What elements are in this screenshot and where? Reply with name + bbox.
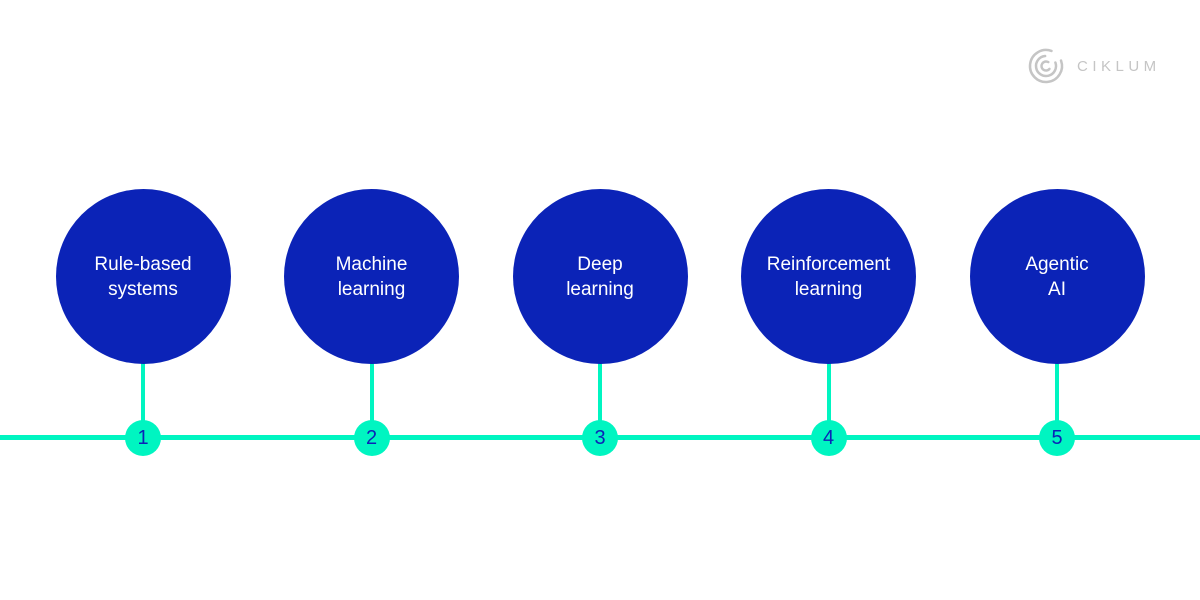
stage-label-line2: systems: [108, 278, 178, 300]
stage-agentic-ai: Agentic AI 5: [969, 189, 1145, 459]
connector-line: [141, 362, 145, 438]
stage-label: Machine learning: [336, 252, 408, 302]
timeline-node: 2: [353, 420, 390, 456]
stage-label-line2: learning: [337, 278, 406, 300]
stage-number: 1: [137, 427, 149, 449]
stage-label-line1: Reinforcement: [766, 253, 891, 275]
connector-line: [1055, 362, 1059, 438]
stage-label-line1: Machine: [335, 253, 408, 275]
connector-line: [598, 362, 602, 438]
stage-circle: Machine learning: [284, 189, 459, 364]
stage-circle: Reinforcement learning: [741, 189, 916, 364]
connector-line: [826, 362, 831, 438]
stage-label-line1: Agentic: [1025, 253, 1089, 275]
stage-number: 3: [594, 427, 606, 449]
timeline-node: 3: [582, 420, 618, 456]
stage-circle: Deep learning: [512, 189, 688, 364]
connector-line: [369, 362, 374, 438]
timeline-node: 4: [810, 420, 847, 456]
stage-number: 4: [822, 427, 835, 449]
stage-machine-learning: Machine learning 2: [284, 189, 459, 459]
stage-label: Rule-based systems: [94, 252, 191, 302]
stage-number: 5: [1051, 427, 1063, 449]
stage-label: Agentic AI: [1025, 252, 1088, 302]
stage-reinforcement-learning: Reinforcement learning 4: [741, 189, 916, 459]
stage-deep-learning: Deep learning 3: [512, 189, 688, 459]
stage-label-line2: learning: [566, 278, 634, 300]
stage-label-line1: Rule-based: [94, 253, 192, 275]
stage-label-line2: AI: [1048, 278, 1066, 300]
brand-name-text: CIKLUM: [1077, 57, 1161, 75]
stage-label-line1: Deep: [577, 253, 623, 275]
stage-circle: Agentic AI: [969, 189, 1145, 364]
stage-label-line2: learning: [794, 278, 863, 300]
stage-rule-based-systems: Rule-based systems 1: [55, 189, 231, 459]
timeline-node: 1: [125, 420, 161, 456]
ciklum-logo-icon: [1028, 48, 1064, 84]
stage-number: 2: [365, 427, 378, 449]
timeline-node: 5: [1039, 420, 1075, 456]
stage-label: Reinforcement learning: [767, 252, 891, 302]
stage-circle: Rule-based systems: [55, 189, 231, 364]
stage-label: Deep learning: [566, 252, 634, 302]
brand-logo: CIKLUM: [1026, 44, 1161, 88]
